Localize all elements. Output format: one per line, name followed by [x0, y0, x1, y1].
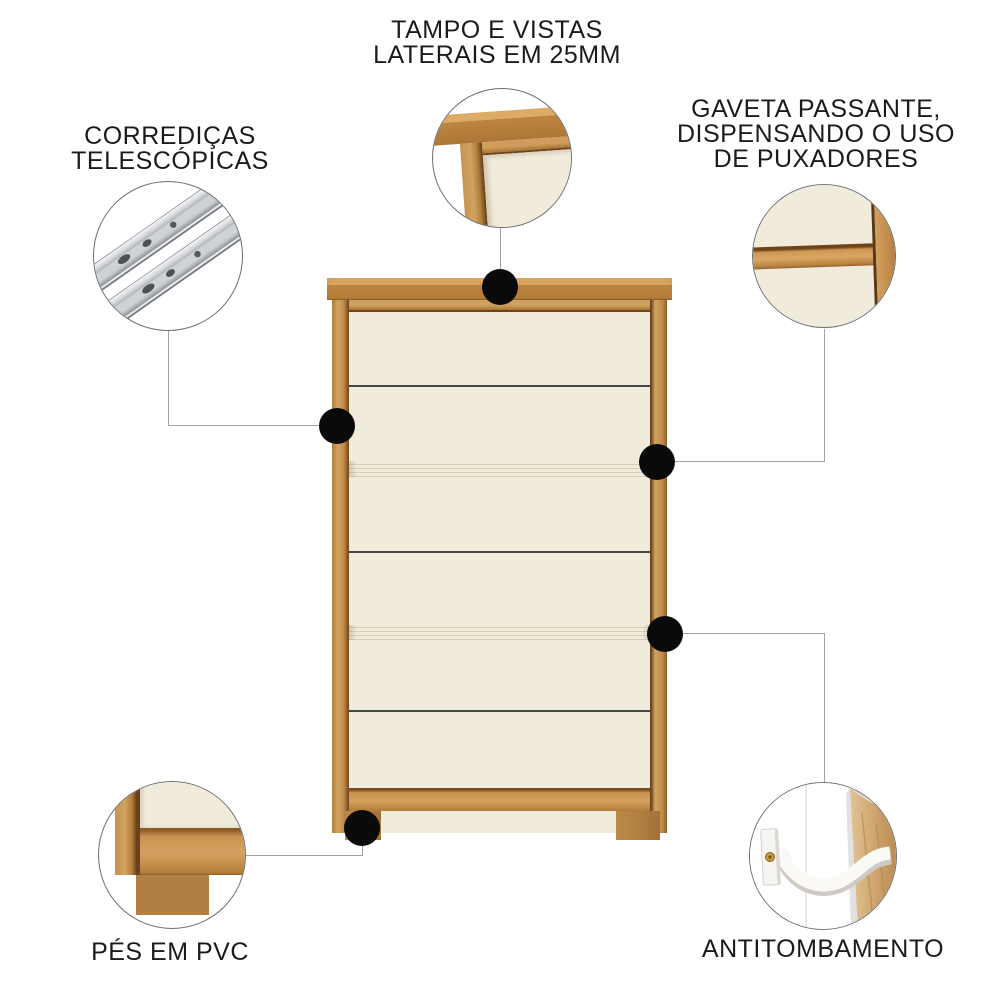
- pes-detail-bottom-rail: [140, 828, 245, 875]
- detail-circle-tampo: [432, 88, 572, 228]
- dresser-right-foot: [616, 811, 660, 840]
- drawer-front-4: [349, 553, 650, 625]
- drawer-gap-3: [349, 710, 650, 712]
- label-gaveta-line2: DISPENSANDO O USO: [677, 120, 955, 148]
- pes-detail-gap: [137, 782, 140, 875]
- label-gaveta: GAVETA PASSANTE, DISPENSANDO O USO DE PU…: [666, 97, 966, 172]
- detail-circle-antitombamento: [749, 782, 897, 930]
- drawer-gap-2: [349, 551, 650, 553]
- label-tampo-line1: TAMPO E VISTAS: [391, 16, 603, 44]
- dresser-drawer-stack: [349, 300, 650, 811]
- gaveta-detail-art: [753, 185, 895, 327]
- label-corredicas-line1: CORREDIÇAS: [84, 122, 256, 150]
- detail-circle-corredicas: [93, 181, 243, 331]
- drawer-front-3: [349, 477, 650, 551]
- panel-edge-shadow: [846, 789, 858, 929]
- recessed-pull-band-1: [349, 461, 650, 477]
- chest-of-drawers-illustration: [327, 278, 672, 840]
- connector-pes-horizontal: [246, 855, 363, 856]
- callout-dot-corredicas: [319, 408, 355, 444]
- anti-tip-strap-icon: [750, 783, 896, 929]
- drawer-gap-1: [349, 385, 650, 387]
- label-antitombamento-line1: ANTITOMBAMENTO: [701, 935, 945, 963]
- drawer-front-2: [349, 387, 650, 461]
- label-corredicas-line2: TELESCÓPICAS: [71, 147, 269, 175]
- label-pes-line1: PÉS EM PVC: [91, 938, 249, 966]
- drawer-front-5: [349, 640, 650, 710]
- label-pes: PÉS EM PVC: [20, 940, 320, 965]
- slide-rail-2: [95, 194, 242, 330]
- label-gaveta-line1: GAVETA PASSANTE,: [691, 95, 941, 123]
- connector-gaveta-vertical: [824, 329, 825, 462]
- recessed-pull-band-2: [349, 625, 650, 640]
- callout-dot-gaveta: [639, 444, 675, 480]
- wall-corner-edge: [805, 783, 807, 929]
- drawer-front-6: [349, 712, 650, 788]
- pes-detail-pvc-foot: [136, 875, 209, 915]
- detail-circle-pes: [98, 781, 246, 929]
- label-corredicas: CORREDIÇAS TELESCÓPICAS: [20, 124, 320, 174]
- dresser-body: [332, 300, 667, 833]
- pes-detail-art: [99, 782, 245, 928]
- tampo-detail-drawer-front: [482, 147, 571, 227]
- pes-detail-drawer-front: [140, 782, 245, 828]
- connector-antitombamento-vertical: [824, 633, 825, 783]
- pes-detail-side-panel: [115, 782, 137, 875]
- label-antitombamento: ANTITOMBAMENTO: [663, 937, 983, 962]
- callout-dot-tampo: [482, 269, 518, 305]
- gaveta-detail-pull-band: [753, 243, 876, 270]
- connector-gaveta-horizontal: [657, 461, 825, 462]
- connector-tampo: [500, 227, 501, 289]
- callout-dot-antitombamento: [647, 616, 683, 652]
- connector-antitombamento-horizontal: [665, 633, 825, 634]
- connector-corredicas-vertical: [168, 330, 169, 426]
- callout-dot-pes: [344, 810, 380, 846]
- detail-circle-gaveta: [752, 184, 896, 328]
- label-tampo-line2: LATERAIS EM 25MM: [373, 41, 621, 69]
- tampo-detail-art: [433, 89, 571, 227]
- label-tampo: TAMPO E VISTAS LATERAIS EM 25MM: [297, 18, 697, 68]
- dresser-right-side: [650, 300, 667, 833]
- telescopic-slides-icon: [94, 182, 242, 330]
- dresser-bottom-rail: [349, 788, 650, 811]
- connector-corredicas-horizontal: [168, 425, 338, 426]
- wall-anchor-plate: [760, 828, 781, 886]
- anti-tip-strap: [772, 846, 892, 892]
- drawer-front-1: [349, 312, 650, 385]
- label-gaveta-line3: DE PUXADORES: [713, 145, 919, 173]
- dresser-left-side: [332, 300, 349, 833]
- dresser-top-strip: [349, 300, 650, 312]
- slide-rail-1: [94, 182, 242, 306]
